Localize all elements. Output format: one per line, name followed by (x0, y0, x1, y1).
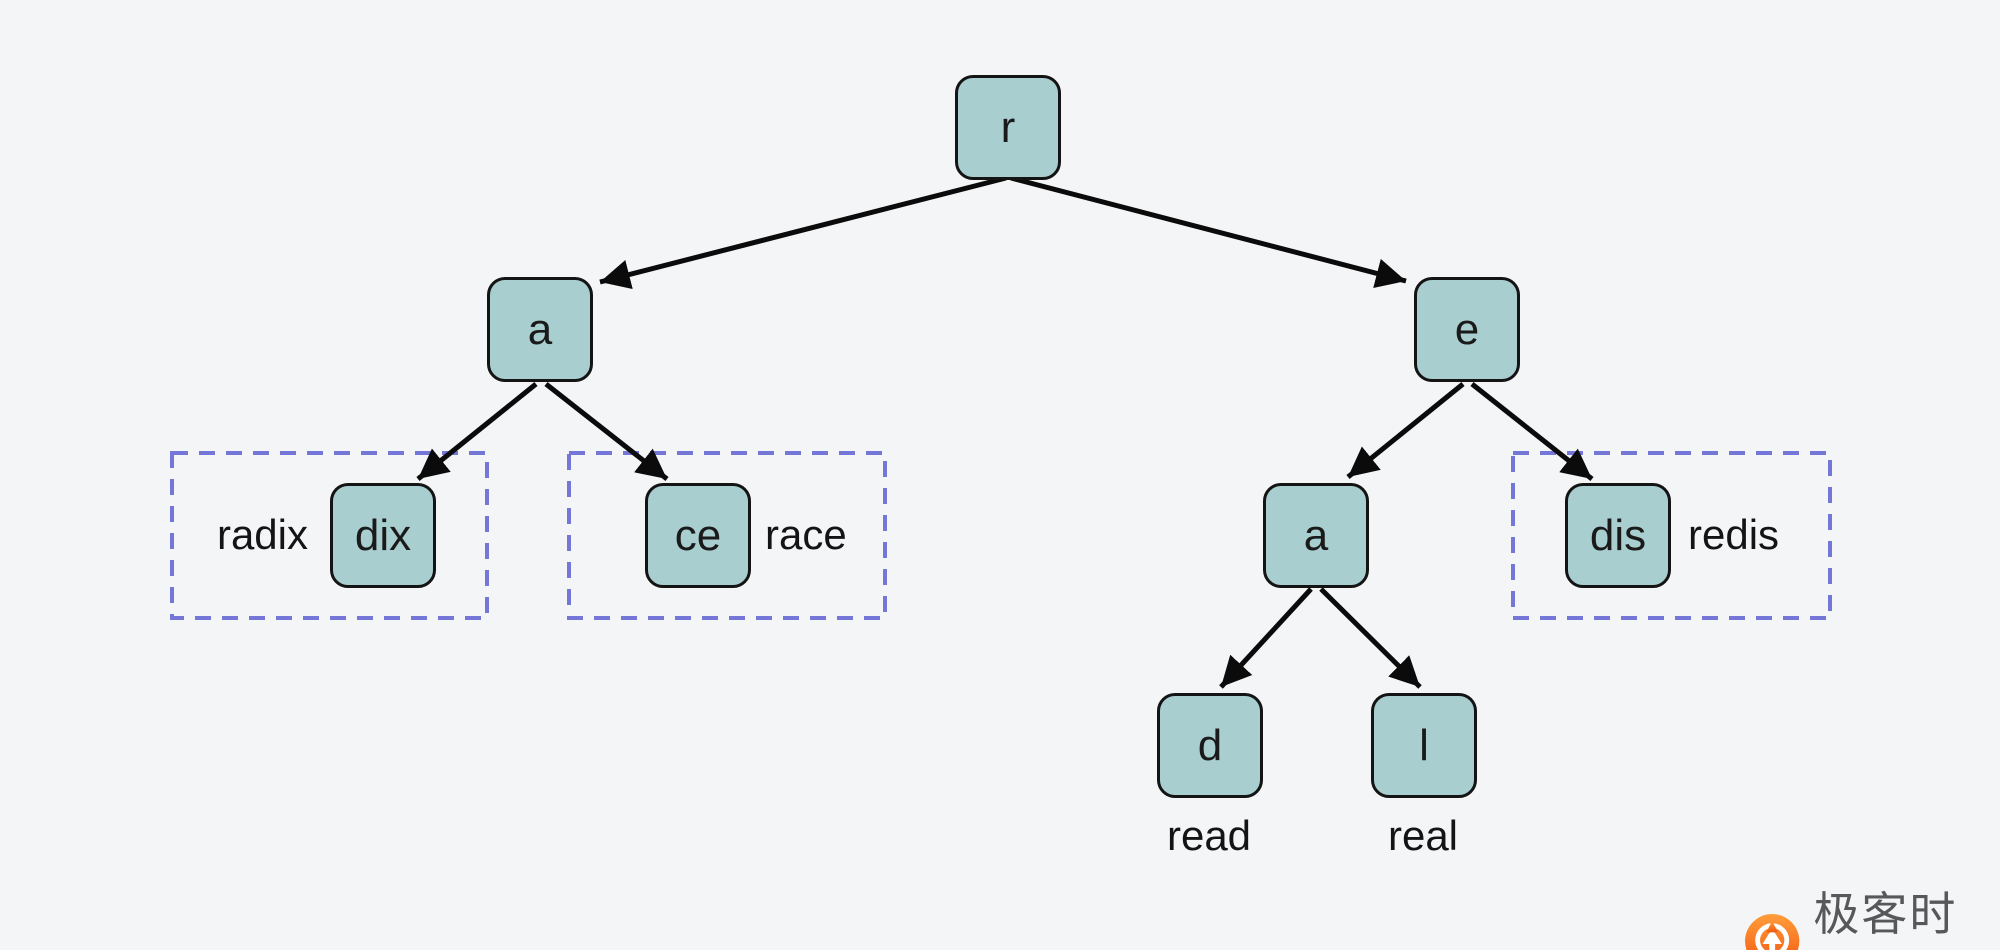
node-label: dis (1589, 510, 1647, 560)
edge-a-dix (416, 382, 538, 481)
edge-r-e (1010, 175, 1407, 288)
edge-a-ce (544, 382, 669, 481)
edge-a-d (1219, 587, 1313, 689)
node-label: dix (354, 510, 412, 560)
geektime-logo: 极客时间 (1744, 882, 2000, 950)
tree-node-root: r (955, 75, 1061, 180)
tree-node-d: d (1157, 693, 1263, 798)
word-label-race: race (765, 511, 847, 558)
tree-node-mid-a: a (1263, 483, 1369, 588)
word-box-redis (1511, 451, 1832, 620)
node-label: a (1303, 510, 1329, 560)
node-label: e (1454, 304, 1480, 354)
tree-node-a: a (487, 277, 593, 382)
node-label: r (1000, 102, 1016, 152)
geektime-logo-icon (1745, 914, 1800, 950)
edge-e-a (1346, 382, 1465, 479)
node-label: l (1419, 720, 1429, 770)
tree-node-l: l (1371, 693, 1477, 798)
word-box-radix (170, 451, 489, 620)
node-label: a (527, 304, 553, 354)
word-label-read: read (1166, 812, 1252, 859)
node-label: d (1197, 720, 1223, 770)
edge-a-l (1319, 587, 1422, 689)
word-label-redis: redis (1688, 511, 1780, 558)
word-box-race (567, 451, 887, 620)
word-label-real: real (1387, 812, 1459, 859)
word-label-radix: radix (216, 511, 308, 558)
geektime-logo-text: 极客时间 (1813, 888, 1958, 940)
edge-e-dis (1470, 382, 1594, 481)
tree-node-dix: dix (330, 483, 436, 588)
tree-node-ce: ce (645, 483, 751, 588)
node-label: ce (674, 510, 722, 560)
edge-r-a (599, 175, 1007, 290)
tree-node-dis: dis (1565, 483, 1671, 588)
tree-node-e: e (1414, 277, 1520, 382)
